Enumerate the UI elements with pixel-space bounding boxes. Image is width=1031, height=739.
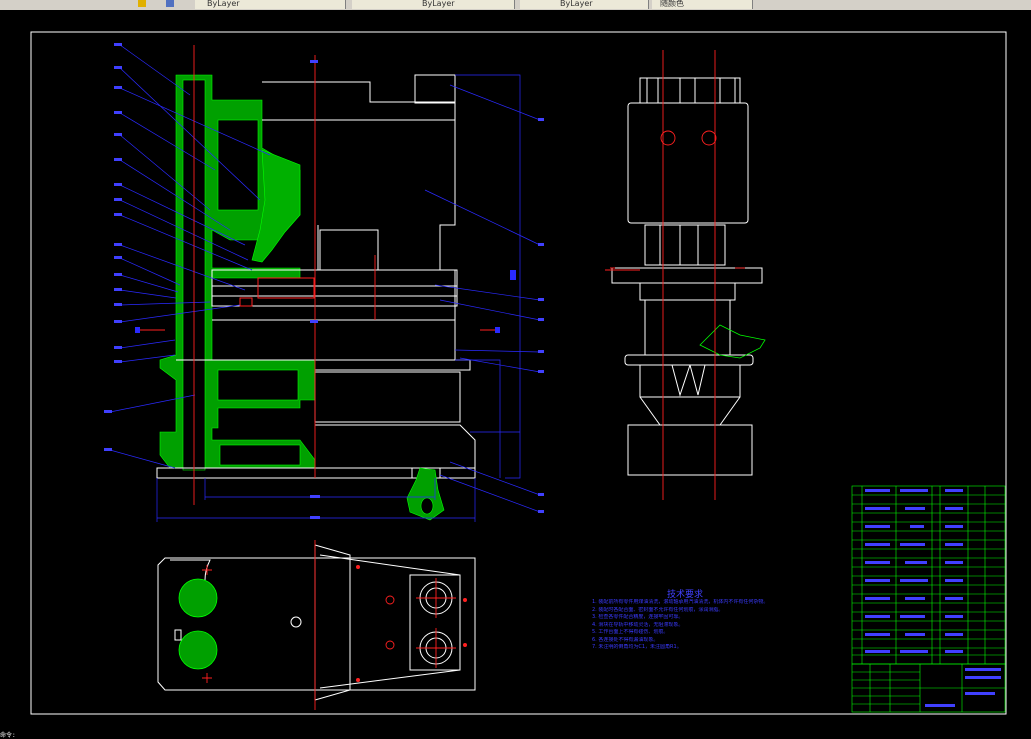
side-view <box>611 77 763 476</box>
plotstyle-dropdown-label: 随颜色 <box>660 0 684 8</box>
top-view-rods <box>178 578 218 670</box>
leader-tags <box>104 43 544 519</box>
front-leaders-right <box>424 84 541 513</box>
side-bores <box>660 130 717 146</box>
side-lever <box>699 324 766 359</box>
front-arrow-markers <box>135 270 516 333</box>
side-centerlines <box>605 50 745 500</box>
tech-requirements-title: 技术要求 <box>666 590 703 600</box>
lineweight-dropdown-label: ByLayer <box>560 0 593 8</box>
layer-icon[interactable] <box>138 0 146 7</box>
linetype-dropdown[interactable]: ByLayer <box>352 0 515 9</box>
top-view <box>157 544 476 701</box>
parts-list-text <box>865 489 1001 707</box>
tech-note: 7. 未注明的倒角均为C1，未注圆角R1。 <box>592 644 682 650</box>
parts-list-table <box>851 485 1006 713</box>
front-view <box>156 74 476 479</box>
plotstyle-dropdown[interactable]: 随颜色 <box>652 0 753 9</box>
layer-state-icon[interactable] <box>166 0 174 7</box>
linetype-dropdown-label: ByLayer <box>422 0 455 8</box>
front-leaders-left <box>109 44 271 469</box>
top-view-centerlines <box>202 540 456 710</box>
cad-drawing <box>30 31 1007 715</box>
lineweight-dropdown[interactable]: ByLayer <box>520 0 649 9</box>
tech-note: 5. 工作台面上不得有碰伤、划痕。 <box>592 629 669 635</box>
front-centerlines <box>140 45 500 505</box>
drawing-border <box>30 31 1007 715</box>
command-line[interactable]: 命令: <box>0 733 20 739</box>
tech-note: 1. 装配前所有零件用煤油清洗，滚动轴承用汽油清洗，机体内不许有任何杂物。 <box>592 599 769 605</box>
color-dropdown-label: ByLayer <box>207 0 240 8</box>
tech-note: 6. 各连接处不得有漏油现象。 <box>592 636 659 643</box>
tech-note: 4. 滑块在导轨中移动灵活，无阻滞现象。 <box>592 621 684 628</box>
drawing-canvas[interactable]: 技术要求 1. 装配前所有零件用煤油清洗，滚动轴承用汽油清洗，机体内不许有任何杂… <box>0 10 1031 738</box>
color-dropdown[interactable]: ByLayer <box>195 0 346 9</box>
top-view-red-dots <box>356 565 467 682</box>
tech-note: 2. 装配时各配合面、密封面不允许有任何划痕，涂润滑脂。 <box>592 606 724 613</box>
tech-note: 3. 检查各零件配合精度，连接牢固可靠。 <box>592 614 684 620</box>
tech-requirements-list: 1. 装配前所有零件用煤油清洗，滚动轴承用汽油清洗，机体内不许有任何杂物。 2.… <box>592 599 792 652</box>
